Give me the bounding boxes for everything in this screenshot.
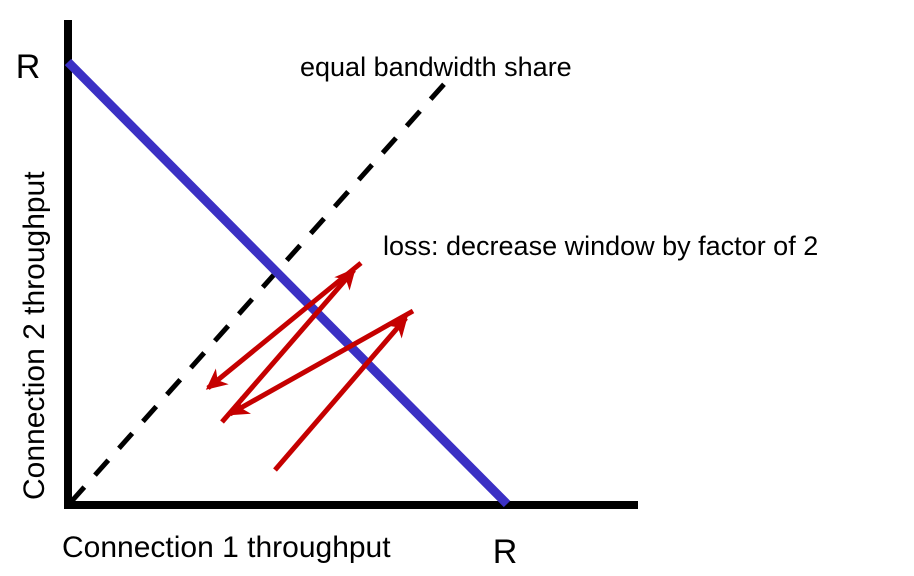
axis-group (64, 20, 638, 509)
x-axis-max-label: R (493, 533, 518, 571)
trajectory-decrease-segment-1 (227, 308, 415, 417)
congestion-trajectory-group (205, 261, 415, 472)
equal-bandwidth-share-line (69, 80, 448, 504)
loss-annotation-label: loss: decrease window by factor of 2 (383, 231, 818, 261)
full-bandwidth-utilization-line (64, 58, 511, 508)
x-axis-label: Connection 1 throughput (62, 531, 391, 564)
equal-bandwidth-share-label: equal bandwidth share (300, 52, 572, 82)
trajectory-decrease-segment-2 (205, 261, 363, 390)
trajectory-increase-segment-2 (220, 267, 356, 424)
y-axis-label: Connection 2 throughput (18, 171, 51, 500)
trajectory-increase-segment-1 (273, 315, 408, 472)
y-axis-max-label: R (16, 48, 41, 86)
